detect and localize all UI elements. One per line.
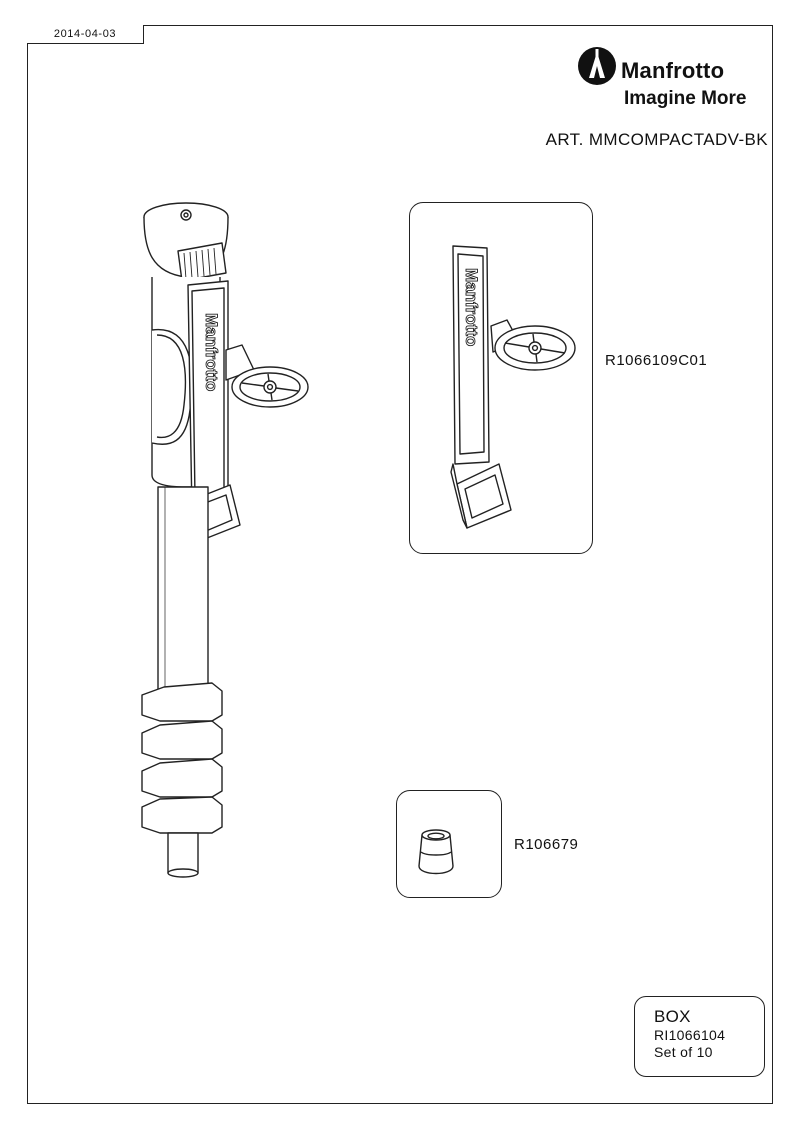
rubber-foot-drawing	[418, 829, 454, 875]
article-number: ART. MMCOMPACTADV-BK	[545, 130, 768, 149]
monopod-drawing: Manfrotto	[141, 202, 309, 878]
brand-name: Manfrotto	[621, 58, 725, 83]
manfrotto-logo-icon	[578, 47, 616, 85]
brand-tagline: Imagine More	[624, 88, 747, 109]
part-code-foot: R106679	[514, 836, 579, 853]
drawing-sheet	[27, 25, 773, 1104]
strap-part-brand-text: Manfrotto	[462, 268, 481, 346]
strap-part-drawing: Manfrotto	[450, 245, 576, 529]
box-info: BOX RI1066104 Set of 10	[634, 996, 765, 1077]
part-code-strap: R1066109C01	[605, 352, 708, 369]
box-quantity: Set of 10	[654, 1044, 713, 1060]
date-stamp: 2014-04-03	[27, 25, 144, 44]
box-code: RI1066104	[654, 1027, 726, 1043]
strap-brand-text: Manfrotto	[202, 313, 221, 391]
box-title: BOX	[654, 1007, 691, 1026]
